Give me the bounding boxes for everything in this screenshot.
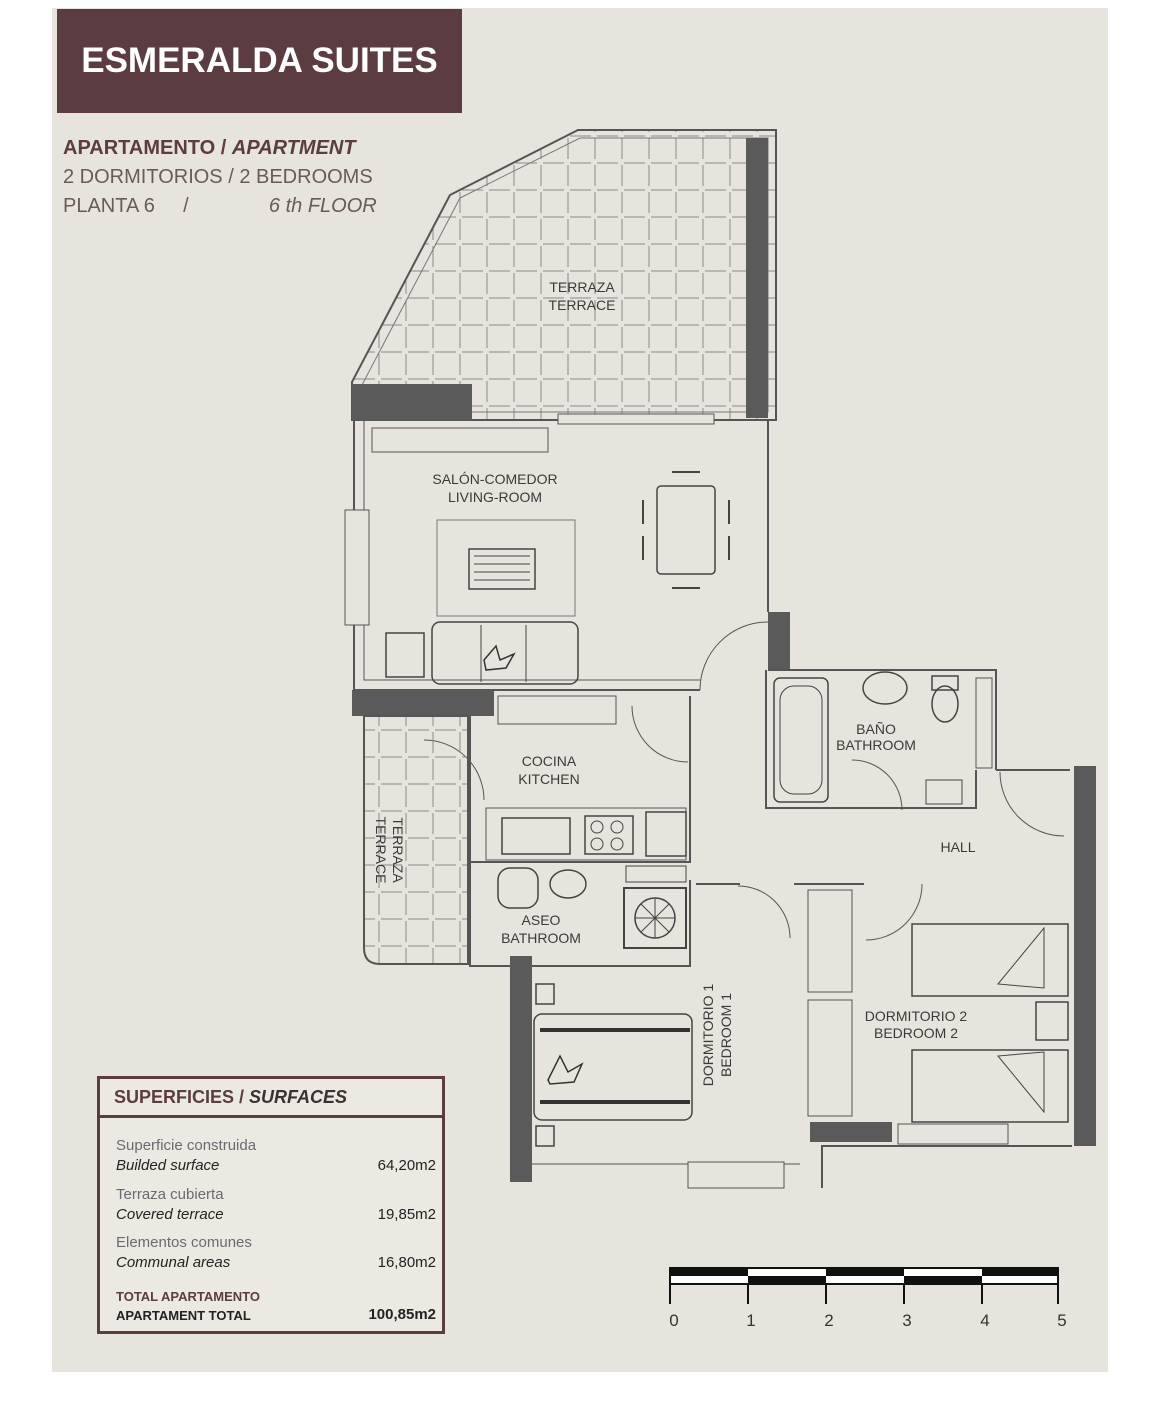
living-room: SALÓN-COMEDOR LIVING-ROOM <box>344 420 769 691</box>
kitchen-label-en: KITCHEN <box>518 771 579 787</box>
terrace-side-label-en: TERRACE <box>373 817 389 884</box>
hall: HALL <box>940 766 1096 1146</box>
terrace-main: TERRAZA TERRACE <box>351 129 777 425</box>
bedroom-2: DORMITORIO 2 BEDROOM 2 <box>794 883 1072 1188</box>
bedroom-1: DORMITORIO 1 BEDROOM 1 <box>510 883 800 1189</box>
page-title: ESMERALDA SUITES <box>57 9 462 113</box>
scale-label-2: 2 <box>824 1311 833 1330</box>
surface-row-communal: Elementos comunes Communal areas 16,80m2 <box>116 1234 436 1271</box>
terrace-side: TERRAZA TERRACE <box>363 715 469 965</box>
bedroom2-label-en: BEDROOM 2 <box>874 1025 958 1041</box>
scale-label-0: 0 <box>669 1311 678 1330</box>
small-bath-label-es: ASEO <box>522 912 561 928</box>
small-bathroom: ASEO BATHROOM <box>469 862 691 967</box>
apartment-type-line: APARTAMENTO / APARTMENT <box>63 137 356 159</box>
surface-row-total: TOTAL APARTAMENTO APARTAMENT TOTAL 100,8… <box>116 1289 436 1323</box>
terrace-main-label-en: TERRACE <box>549 297 616 313</box>
hall-label: HALL <box>940 839 975 855</box>
kitchen-label-es: COCINA <box>522 753 577 769</box>
bedroom1-label-en: BEDROOM 1 <box>718 993 734 1077</box>
surfaces-heading: SUPERFICIES / SURFACES <box>100 1079 442 1118</box>
terrace-side-label-es: TERRAZA <box>390 817 406 883</box>
main-bath-label-es: BAÑO <box>856 721 896 737</box>
main-bathroom: BAÑO BATHROOM <box>765 612 997 811</box>
scale-label-3: 3 <box>902 1311 911 1330</box>
scale-label-4: 4 <box>980 1311 989 1330</box>
bedroom2-label-es: DORMITORIO 2 <box>865 1008 968 1024</box>
surface-row-terrace: Terraza cubierta Covered terrace 19,85m2 <box>116 1186 436 1223</box>
floor-line: PLANTA 6/6 th FLOOR <box>63 195 377 217</box>
surface-row-builded: Superficie construida Builded surface 64… <box>116 1137 436 1174</box>
kitchen: COCINA KITCHEN <box>352 690 691 863</box>
scale-label-1: 1 <box>746 1311 755 1330</box>
main-bath-label-en: BATHROOM <box>836 737 916 753</box>
small-bath-label-en: BATHROOM <box>501 930 581 946</box>
terrace-main-label-es: TERRAZA <box>549 279 615 295</box>
scale-label-5: 5 <box>1057 1311 1066 1330</box>
scale-bar: 0 1 2 3 4 5 <box>669 1267 1067 1330</box>
bedrooms-line: 2 DORMITORIOS / 2 BEDROOMS <box>63 166 373 188</box>
bedroom1-label-es: DORMITORIO 1 <box>700 984 716 1087</box>
surfaces-table: SUPERFICIES / SURFACES Superficie constr… <box>97 1076 445 1334</box>
living-label-es: SALÓN-COMEDOR <box>432 471 557 487</box>
living-label-en: LIVING-ROOM <box>448 489 542 505</box>
